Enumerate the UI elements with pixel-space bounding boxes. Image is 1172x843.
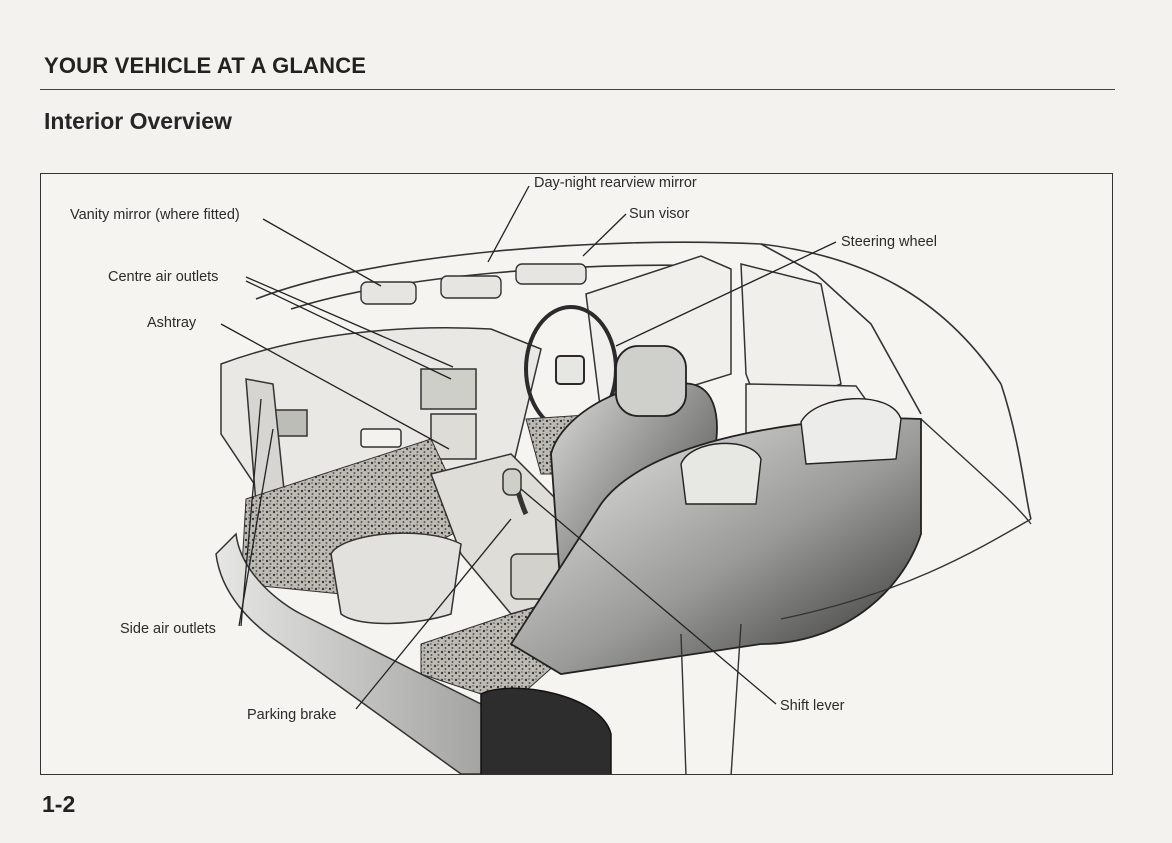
rearview-mirror-label: Day-night rearview mirror — [534, 175, 697, 191]
rear-headrest-right — [801, 399, 901, 464]
ashtray-label: Ashtray — [147, 315, 196, 331]
steering-wheel-label: Steering wheel — [841, 234, 937, 250]
parking-brake-label: Parking brake — [247, 707, 336, 723]
centre-air-outlets-label: Centre air outlets — [108, 269, 218, 285]
header-rule — [40, 89, 1115, 90]
driver-headrest — [616, 346, 686, 416]
page-number: 1-2 — [42, 791, 75, 818]
subsection-title: Interior Overview — [44, 108, 232, 135]
section-title: YOUR VEHICLE AT A GLANCE — [44, 53, 366, 79]
interior-overview-figure: Day-night rearview mirror Vanity mirror … — [40, 173, 1113, 775]
vanity-mirror-label: Vanity mirror (where fitted) — [70, 207, 240, 223]
car-interior-illustration — [41, 174, 1113, 775]
rear-headrest-left — [681, 443, 761, 504]
visors — [361, 264, 586, 304]
sun-visor-label: Sun visor — [629, 206, 689, 222]
side-air-outlets-label: Side air outlets — [120, 621, 216, 637]
shift-lever-label: Shift lever — [780, 698, 844, 714]
rear-cut-panel — [481, 688, 611, 775]
front-passenger-seat — [331, 533, 461, 623]
